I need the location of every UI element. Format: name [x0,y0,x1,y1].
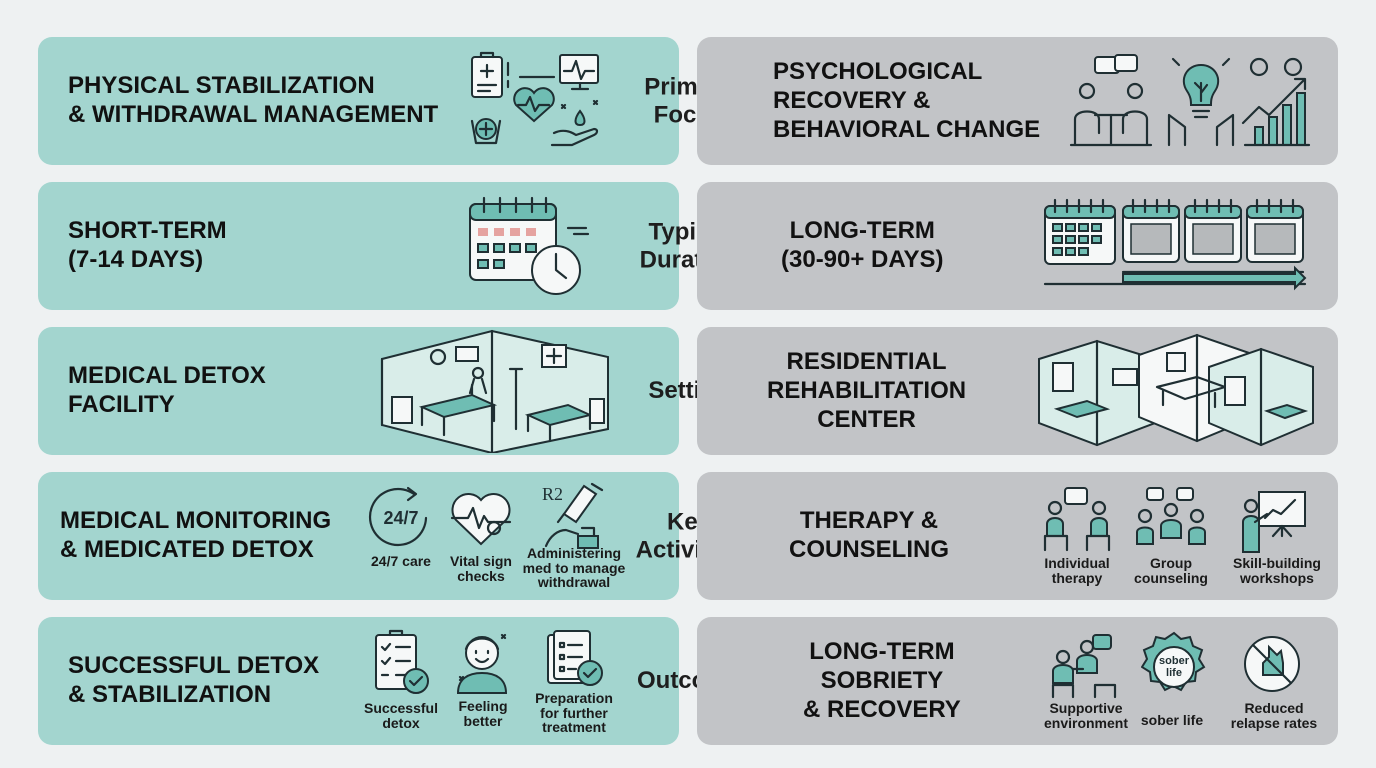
heart-pulse-icon [448,488,514,548]
counseling-growth-icon [1065,53,1315,153]
activity-label-vital-signs: Vital sign checks [450,553,512,584]
smiling-person-icon [452,629,514,695]
detox-setting-card: MEDICAL DETOX FACILITY [38,327,679,455]
outcome-label-sober-life: sober life [1140,712,1204,728]
rehab-setting-title: RESIDENTIAL REHABILITATION CENTER [767,347,967,433]
rehab-activities-card: THERAPY & COUNSELING Individual therapy [697,472,1338,600]
rehab-duration-title: LONG-TERM (30-90+ DAYS) [781,217,944,273]
outcome-label-reduced-relapse: Reduced relapse rates [1230,700,1318,731]
row-outcome: SUCCESSFUL DETOX & STABILIZATION Success… [0,617,1376,745]
rehab-activities-title: THERAPY & COUNSELING [789,507,950,563]
rehab-outcome-card: LONG-TERM SOBRIETY & RECOVERY Supportive… [697,617,1338,745]
prescription-text: R2 [542,484,563,504]
residential-home-icon [1035,333,1317,451]
calendar-clock-icon [466,194,596,298]
row-primary-focus: PHYSICAL STABILIZATION & WITHDRAWAL MANA… [0,37,1376,165]
activity-label-individual-therapy: Individual therapy [1044,555,1110,586]
activity-label-medication: Administering med to manage withdrawal [522,545,626,591]
activity-label-group-counseling: Group counseling [1134,555,1208,586]
checklist-icon [372,629,434,697]
row-setting: MEDICAL DETOX FACILITY Setting RESIDEN [0,327,1376,455]
row-key-activities: MEDICAL MONITORING & MEDICATED DETOX 24/… [0,472,1376,600]
no-relapse-icon [1241,633,1303,695]
rehab-primary-focus-card: PSYCHOLOGICAL RECOVERY & BEHAVIORAL CHAN… [697,37,1338,165]
detox-duration-title: SHORT-TERM (7-14 DAYS) [68,217,227,273]
rehab-primary-focus-title: PSYCHOLOGICAL RECOVERY & BEHAVIORAL CHAN… [773,57,1041,143]
detox-primary-focus-card: PHYSICAL STABILIZATION & WITHDRAWAL MANA… [38,37,679,165]
row-typical-duration: SHORT-TERM (7-14 DAYS) Typical Duration … [0,182,1376,310]
activity-label-24-7: 24/7 care [371,553,431,569]
medical-care-icon [468,51,608,151]
outcome-label-supportive-environment: Supportive environment [1043,700,1128,731]
medication-icon: R2 [538,480,612,550]
outcome-label-feeling-better: Feeling better [458,698,508,729]
detox-activities-title: MEDICAL MONITORING & MEDICATED DETOX [60,507,332,563]
outcome-label-successful-detox: Successful detox [364,700,438,731]
activity-label-skill-workshops: Skill-building workshops [1233,555,1321,586]
rehab-outcome-title: LONG-TERM SOBRIETY & RECOVERY [803,637,961,723]
rehab-setting-card: RESIDENTIAL REHABILITATION CENTER [697,327,1338,455]
outcome-label-preparation: Preparation for further treatment [535,690,613,736]
detox-outcome-title: SUCCESSFUL DETOX & STABILIZATION [68,652,320,708]
detox-outcome-card: SUCCESSFUL DETOX & STABILIZATION Success… [38,617,679,745]
detox-primary-focus-title: PHYSICAL STABILIZATION & WITHDRAWAL MANA… [68,72,439,128]
detox-activities-card: MEDICAL MONITORING & MEDICATED DETOX 24/… [38,472,679,600]
hospital-room-icon [378,329,613,453]
detox-setting-title: MEDICAL DETOX FACILITY [68,362,266,418]
24-7-badge-text: 24/7 [383,508,418,528]
document-check-icon [546,629,606,689]
rehab-duration-card: LONG-TERM (30-90+ DAYS) [697,182,1338,310]
24-7-icon: 24/7 [368,484,434,548]
individual-therapy-icon [1041,486,1113,552]
support-conversation-icon [1049,633,1119,699]
calendar-timeline-icon [1041,196,1311,296]
group-counseling-icon [1133,486,1209,552]
detox-duration-card: SHORT-TERM (7-14 DAYS) [38,182,679,310]
workshop-presentation-icon [1239,488,1309,554]
